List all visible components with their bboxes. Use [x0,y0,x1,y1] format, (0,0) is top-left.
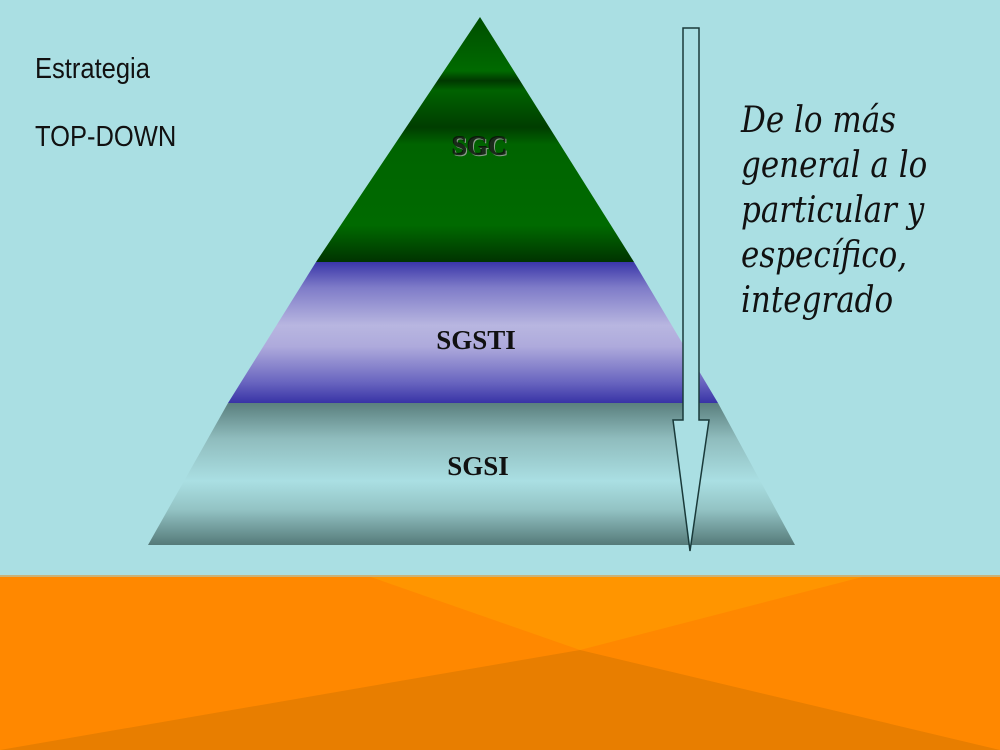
side-note: De lo más general a lo particular y espe… [741,98,965,323]
title-line-top-down: TOP-DOWN [35,121,177,153]
pyramid-diagram [148,17,795,552]
title-line-estrategia: Estrategia [35,53,150,85]
pyramid-layer-sgsti [228,262,718,403]
label-sgsi: SGSI [447,451,509,481]
pyramid-layer-sgsi [148,403,795,545]
side-note-line: general a lo [741,145,928,186]
side-note-line: integrado [741,280,894,321]
side-note-line: De lo más [741,100,897,141]
side-note-line: particular y [741,190,925,231]
footer-band [0,575,1000,750]
down-arrow-icon [672,27,710,552]
pyramid-layer-sgc [316,17,634,262]
side-note-line: específico, [741,235,908,276]
label-sgc: SGC [452,131,508,161]
label-sgsti: SGSTI [436,325,516,355]
